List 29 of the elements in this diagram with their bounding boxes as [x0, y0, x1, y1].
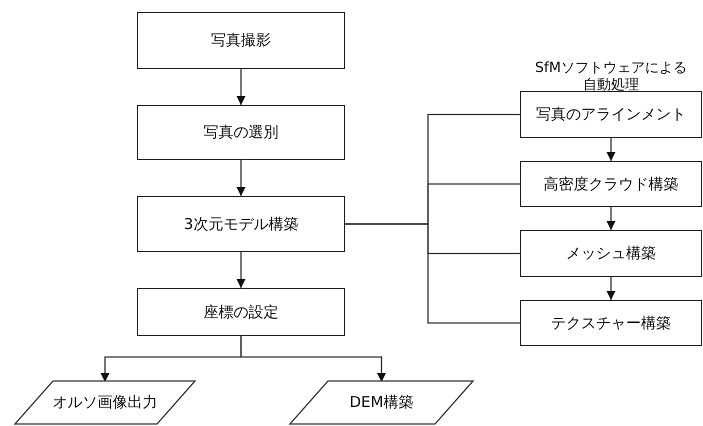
node-label: メッシュ構築: [566, 244, 656, 263]
process-box: [137, 196, 345, 252]
process-box: [520, 300, 702, 346]
node-label: 3次元モデル構築: [184, 214, 298, 234]
arrow: [236, 160, 246, 196]
node-label: テクスチャー構築: [551, 314, 671, 332]
node-label: 座標の設定: [204, 302, 278, 322]
data-parallelogram: [290, 381, 473, 424]
arrow: [606, 138, 616, 161]
node-label: 高密度クラウド構築: [544, 174, 678, 194]
arrow: [240, 336, 386, 382]
group-heading: SfMソフトウェアによる自動処理: [534, 60, 688, 94]
arrow: [236, 252, 246, 288]
process-box: [137, 288, 345, 336]
arrow: [606, 277, 616, 300]
process-box: [137, 12, 345, 69]
arrow: [606, 207, 616, 230]
connector-line: [345, 223, 520, 324]
process-box: [520, 91, 702, 138]
node-label: 写真撮影: [211, 31, 271, 50]
node-label: 写真の選別: [204, 123, 278, 142]
node-label: 写真のアラインメント: [536, 105, 686, 124]
process-box: [520, 230, 702, 277]
arrow: [236, 69, 246, 105]
data-parallelogram: [15, 381, 195, 424]
process-box: [520, 161, 702, 207]
node-label: オルソ画像出力: [52, 393, 158, 412]
process-box: [137, 105, 345, 160]
node-label: DEM構築: [350, 393, 414, 412]
